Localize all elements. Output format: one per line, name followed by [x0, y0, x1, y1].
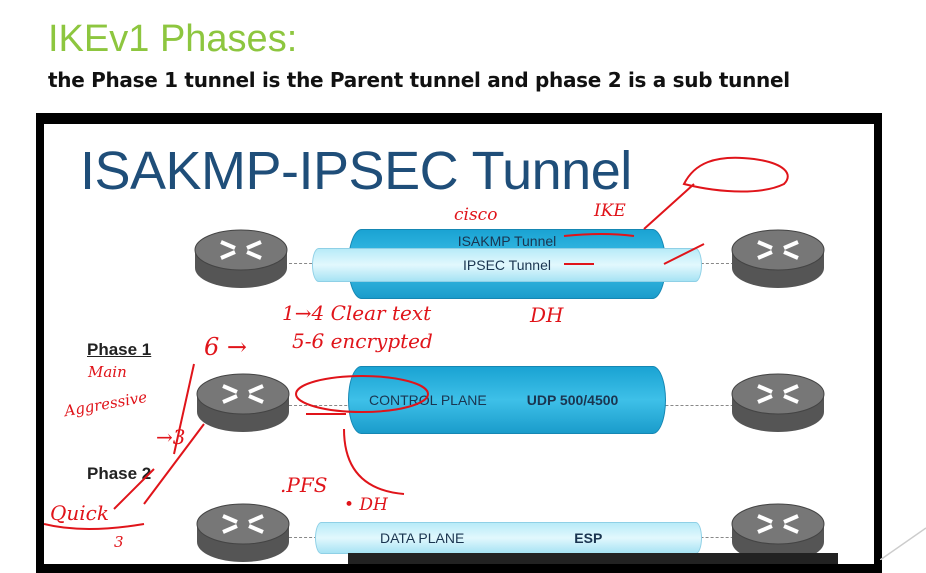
router-icon — [731, 503, 825, 562]
phase1-label: Phase 1 — [87, 340, 152, 359]
ink-strokes — [44, 156, 789, 530]
router-icon — [194, 229, 288, 288]
router-icon — [731, 373, 825, 432]
page-subtitle: the Phase 1 tunnel is the Parent tunnel … — [48, 68, 790, 92]
slide-title: ISAKMP-IPSEC Tunnel — [80, 141, 632, 201]
control-plane-tunnel: CONTROL PLANE UDP 500/4500 — [348, 366, 666, 434]
annotation-quick: Quick — [50, 501, 109, 525]
esp-label: ESP — [574, 530, 603, 546]
annotation-main: Main — [88, 363, 127, 381]
phase2-label: Phase 2 — [87, 464, 152, 483]
router-icon — [196, 373, 290, 432]
annotation-clear-text: 1→4 Clear text — [282, 301, 432, 325]
data-plane-label: DATA PLANE — [380, 530, 465, 546]
decorative-line — [880, 527, 926, 560]
slide: ISAKMP-IPSEC Tunnel ISAKMP Tunnel IPSEC … — [44, 124, 874, 564]
video-control-bar — [348, 553, 838, 564]
annotation-dh-2: • DH — [344, 495, 388, 515]
router-icon — [196, 503, 290, 562]
annotation-dh: DH — [530, 303, 564, 327]
ipsec-tunnel: IPSEC Tunnel — [312, 248, 702, 282]
isakmp-tunnel-label: ISAKMP Tunnel — [457, 233, 557, 249]
router-icon — [731, 229, 825, 288]
udp-port-label: UDP 500/4500 — [526, 392, 619, 408]
annotation-pfs: .PFS — [280, 473, 328, 497]
annotation-six: 6 → — [204, 333, 248, 361]
annotation-ike: IKE — [594, 201, 626, 221]
ipsec-tunnel-label: IPSEC Tunnel — [463, 257, 551, 273]
control-plane-label: CONTROL PLANE — [369, 392, 487, 408]
annotation-three-2: 3 — [114, 533, 124, 551]
annotation-encrypted: 5-6 encrypted — [292, 329, 433, 353]
annotation-cisco: cisco — [454, 205, 498, 225]
page-title: IKEv1 Phases: — [48, 18, 298, 60]
